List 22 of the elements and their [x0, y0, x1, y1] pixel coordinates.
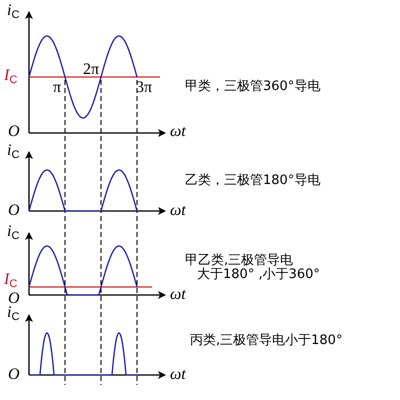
axis-label: i$_{C}$	[7, 3, 20, 21]
class-description: 甲乙类,三极管导电	[185, 254, 294, 267]
axis-label: ωt	[170, 124, 186, 140]
origin-label: O	[8, 367, 20, 383]
origin-label: O	[8, 203, 20, 219]
axis-label: ωt	[170, 367, 186, 383]
class-description: 甲类，三极管360°导电	[185, 80, 320, 93]
tick-label: 3π	[136, 80, 152, 96]
axis-label: ωt	[170, 287, 186, 303]
axis-label: ωt	[170, 203, 186, 219]
axis-label: i$_{C}$	[7, 143, 20, 161]
class-description: 乙类，三极管180°导电	[185, 174, 320, 187]
class-description: 大于180° ,小于360°	[197, 268, 320, 281]
tick-label: π	[53, 80, 62, 96]
axis-label: i$_{C}$	[7, 224, 20, 242]
axis-label: I$_{C}$	[4, 68, 18, 86]
axis-label: i$_{C}$	[7, 305, 20, 323]
origin-label: O	[8, 124, 20, 140]
tick-label: 2π	[83, 62, 100, 78]
origin-label: O	[8, 291, 20, 307]
axis-label: I$_{C}$	[4, 272, 18, 290]
class-description: 丙类,三极管导电小于180°	[190, 334, 342, 347]
